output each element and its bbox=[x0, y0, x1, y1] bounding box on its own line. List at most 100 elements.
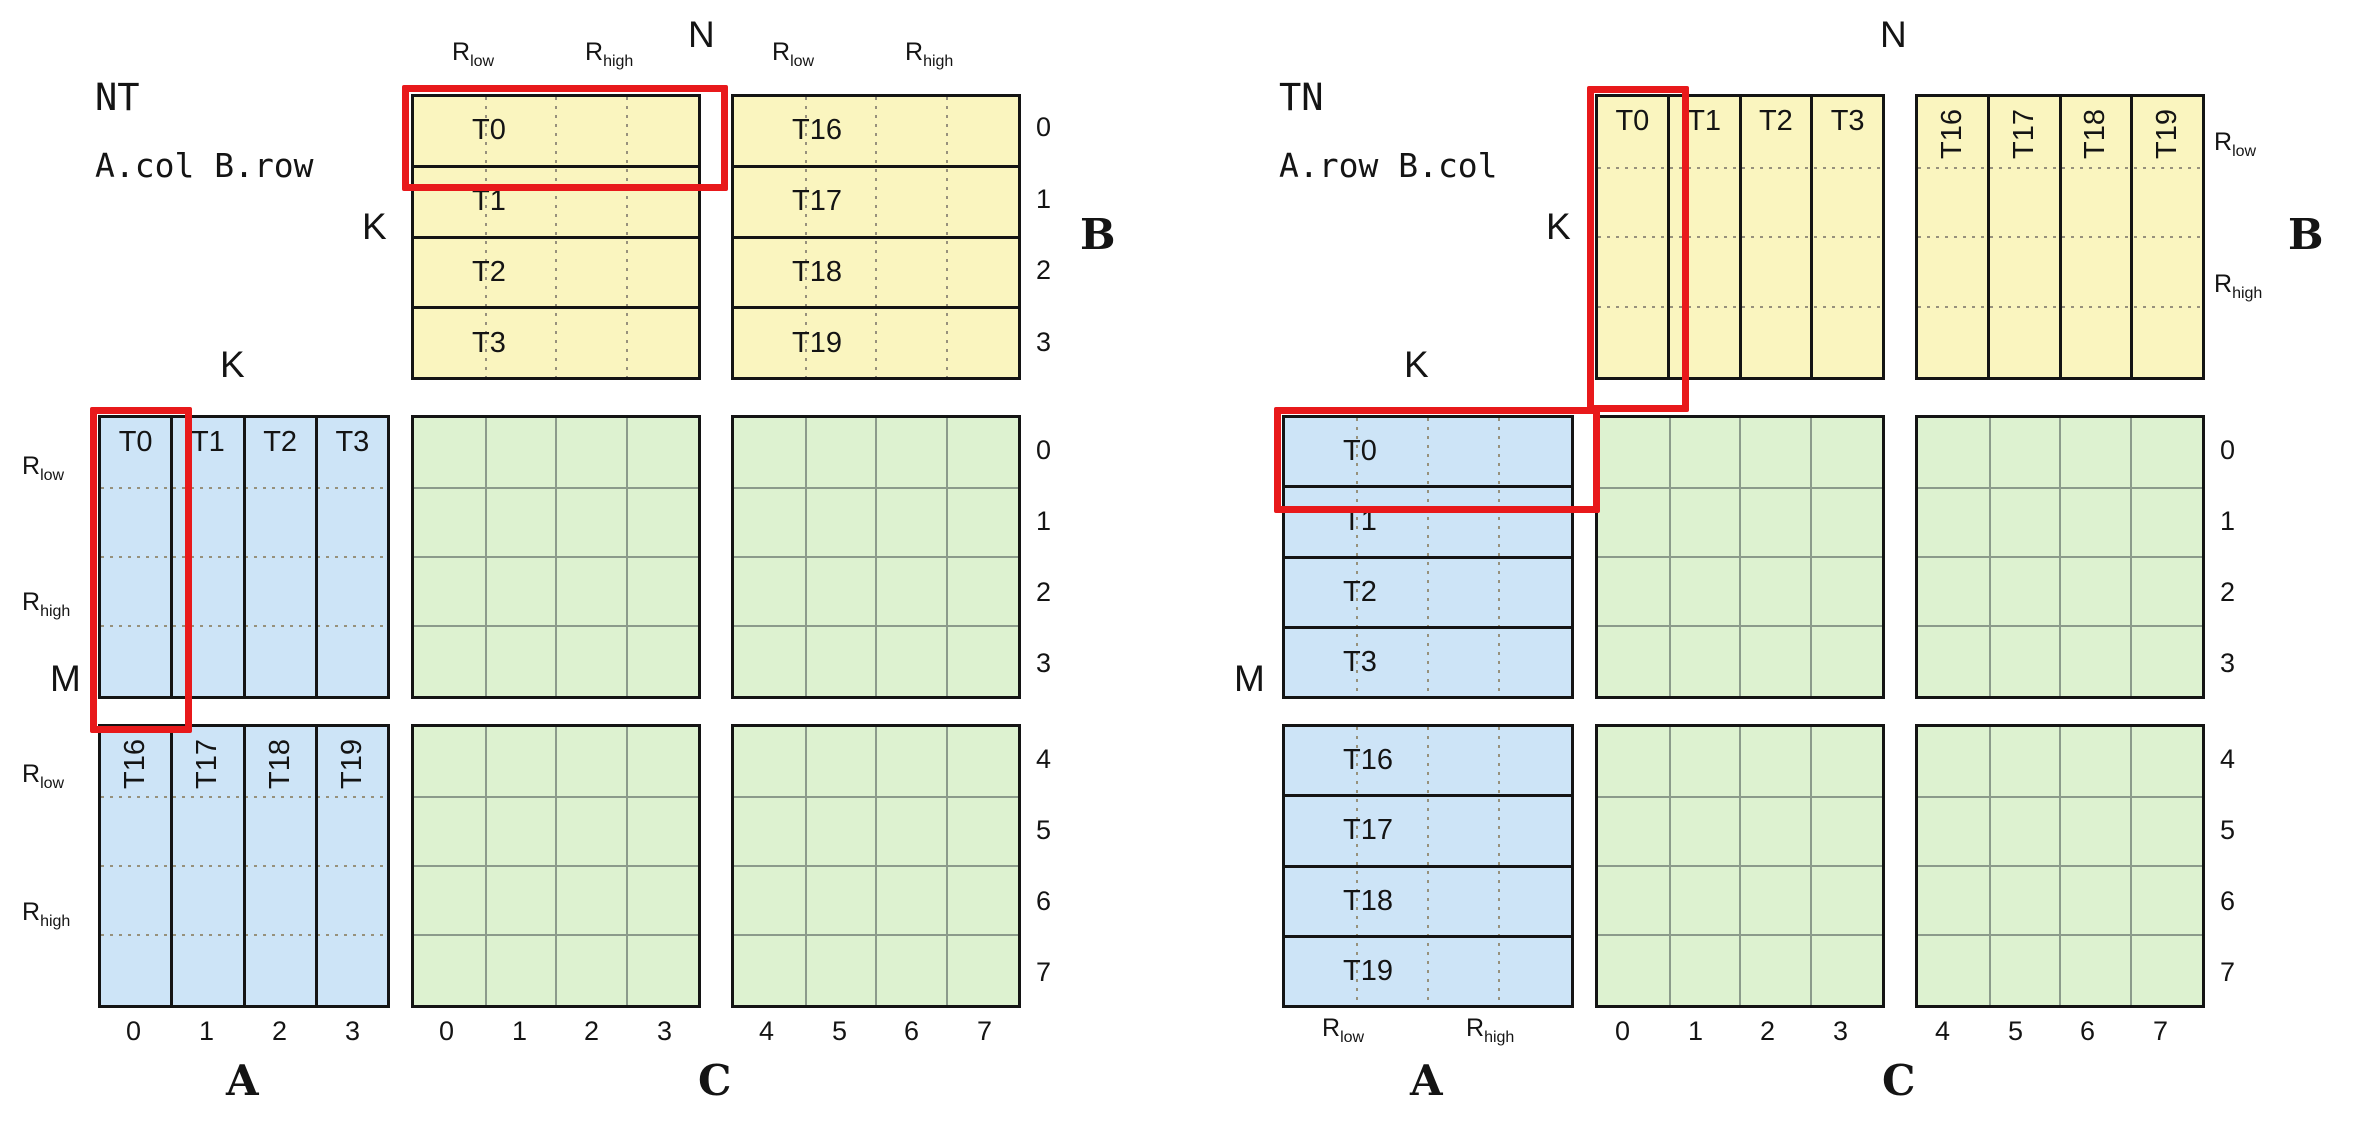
tile-label: T1 bbox=[472, 185, 506, 218]
tile-label: T0 bbox=[1343, 435, 1377, 468]
left-c-matrix-label: C bbox=[698, 1056, 732, 1105]
left-b-row-index: 0 bbox=[1036, 112, 1052, 142]
right-c-row-index: 2 bbox=[2220, 577, 2236, 607]
right-b-matrix-label: B bbox=[2288, 210, 2324, 259]
tile-label: T16 bbox=[1935, 109, 1968, 159]
left-c-col-index: 2 bbox=[584, 1016, 600, 1046]
right-c-col-index: 4 bbox=[1935, 1016, 1951, 1046]
tile-strip: T17 bbox=[1285, 797, 1571, 868]
left-a2-rhigh-label: Rhigh bbox=[22, 898, 71, 930]
right-n-axis-label: N bbox=[1880, 14, 1907, 55]
tile-label: T16 bbox=[119, 739, 152, 789]
tile-label: T1 bbox=[1343, 505, 1377, 538]
left-c-block-r0-c0 bbox=[411, 415, 701, 699]
left-c-row-index: 1 bbox=[1036, 506, 1052, 536]
tile-label: T18 bbox=[1343, 884, 1393, 917]
right-panel-subtitle: A.row B.col bbox=[1279, 146, 1498, 185]
left-m-axis-label: M bbox=[50, 658, 81, 699]
tile-label: T17 bbox=[1343, 814, 1393, 847]
tile-label: T19 bbox=[2151, 109, 2184, 159]
left-c-row-index: 6 bbox=[1036, 886, 1052, 916]
tile-strip: T19 bbox=[2133, 97, 2202, 377]
tile-strip: T19 bbox=[318, 727, 387, 1005]
right-m-axis-label: M bbox=[1234, 658, 1265, 699]
tile-label: T1 bbox=[190, 426, 225, 458]
right-b-block-t0-t3: T0 T1 T2 T3 bbox=[1595, 94, 1885, 380]
tile-strip: T3 bbox=[318, 418, 387, 696]
tile-strip: T2 bbox=[414, 239, 698, 310]
tile-strip: T2 bbox=[1285, 559, 1571, 629]
tile-label: T18 bbox=[2079, 109, 2112, 159]
tile-label: T3 bbox=[335, 426, 370, 458]
left-a-block-t0-t3: T0 T1 T2 T3 bbox=[98, 415, 390, 699]
left-c-col-index: 1 bbox=[512, 1016, 528, 1046]
tile-label: T18 bbox=[263, 739, 296, 789]
right-a-rlow-label: Rlow bbox=[1322, 1014, 1365, 1046]
right-b-rlow-label: Rlow bbox=[2214, 128, 2257, 160]
tile-label: T3 bbox=[1830, 105, 1865, 137]
tile-label: T0 bbox=[118, 426, 153, 458]
tile-strip: T1 bbox=[1285, 488, 1571, 559]
right-c-row-index: 7 bbox=[2220, 957, 2236, 987]
left-c-row-index: 5 bbox=[1036, 815, 1052, 845]
left-a-col-index: 3 bbox=[345, 1016, 361, 1046]
left-a-col-index: 1 bbox=[199, 1016, 215, 1046]
left-c-col-index: 7 bbox=[977, 1016, 993, 1046]
tile-strip: T16 bbox=[1285, 727, 1571, 798]
right-a-matrix-label: A bbox=[1410, 1056, 1443, 1105]
right-c-row-index: 6 bbox=[2220, 886, 2236, 916]
right-a-block-t0-t3: T0 T1 T2 T3 bbox=[1282, 415, 1574, 699]
tile-strip: T3 bbox=[414, 309, 698, 377]
left-c-block-r1-c1 bbox=[731, 724, 1021, 1008]
right-c-block-r0-c1 bbox=[1915, 415, 2205, 699]
left-b-block-t0-t3: T0 T1 T2 T3 bbox=[411, 94, 701, 380]
right-c-row-index: 5 bbox=[2220, 815, 2236, 845]
right-c-col-index: 7 bbox=[2153, 1016, 2169, 1046]
left-c-row-index: 7 bbox=[1036, 957, 1052, 987]
tile-strip: T19 bbox=[734, 309, 1018, 377]
tile-strip: T2 bbox=[1742, 97, 1814, 377]
tile-strip: T17 bbox=[1990, 97, 2062, 377]
tile-label: T1 bbox=[1687, 105, 1722, 137]
tile-label: T2 bbox=[1343, 575, 1377, 608]
left-a-matrix-label: A bbox=[226, 1056, 259, 1105]
left-a-col-index: 0 bbox=[126, 1016, 142, 1046]
left-c-col-index: 6 bbox=[904, 1016, 920, 1046]
tile-strip: T18 bbox=[2062, 97, 2134, 377]
left-c-row-index: 2 bbox=[1036, 577, 1052, 607]
left-a-col-index: 2 bbox=[272, 1016, 288, 1046]
tile-strip: T1 bbox=[414, 168, 698, 239]
tile-label: T16 bbox=[1343, 744, 1393, 777]
tile-strip: T3 bbox=[1813, 97, 1882, 377]
right-panel-title: TN bbox=[1279, 76, 1324, 119]
left-b-row-index: 2 bbox=[1036, 255, 1052, 285]
left-a1-rhigh-label: Rhigh bbox=[22, 588, 71, 620]
right-k-a-axis-label: K bbox=[1404, 344, 1429, 385]
tile-label: T17 bbox=[792, 185, 842, 218]
left-a1-rlow-label: Rlow bbox=[22, 452, 65, 484]
tile-label: T19 bbox=[335, 739, 368, 789]
tile-strip: T0 bbox=[101, 418, 174, 696]
tile-strip: T2 bbox=[246, 418, 318, 696]
right-c-row-index: 0 bbox=[2220, 435, 2236, 465]
left-c-row-index: 0 bbox=[1036, 435, 1052, 465]
left-c-col-index: 3 bbox=[657, 1016, 673, 1046]
right-c-col-index: 3 bbox=[1833, 1016, 1849, 1046]
right-c-col-index: 5 bbox=[2008, 1016, 2024, 1046]
left-c-row-index: 4 bbox=[1036, 744, 1052, 774]
tile-label: T2 bbox=[472, 255, 506, 288]
tile-label: T2 bbox=[263, 426, 298, 458]
tile-label: T0 bbox=[1615, 105, 1650, 137]
right-b-rhigh-label: Rhigh bbox=[2214, 270, 2263, 302]
left-b1-rlow-label: Rlow bbox=[452, 38, 495, 70]
left-k-b-axis-label: K bbox=[362, 206, 387, 247]
right-c-col-index: 2 bbox=[1760, 1016, 1776, 1046]
right-c-block-r1-c1 bbox=[1915, 724, 2205, 1008]
tile-strip: T17 bbox=[734, 168, 1018, 239]
tile-label: T18 bbox=[792, 255, 842, 288]
tile-strip: T0 bbox=[1598, 97, 1670, 377]
right-c-row-index: 3 bbox=[2220, 648, 2236, 678]
right-c-block-r0-c0 bbox=[1595, 415, 1885, 699]
tile-strip: T16 bbox=[101, 727, 174, 1005]
